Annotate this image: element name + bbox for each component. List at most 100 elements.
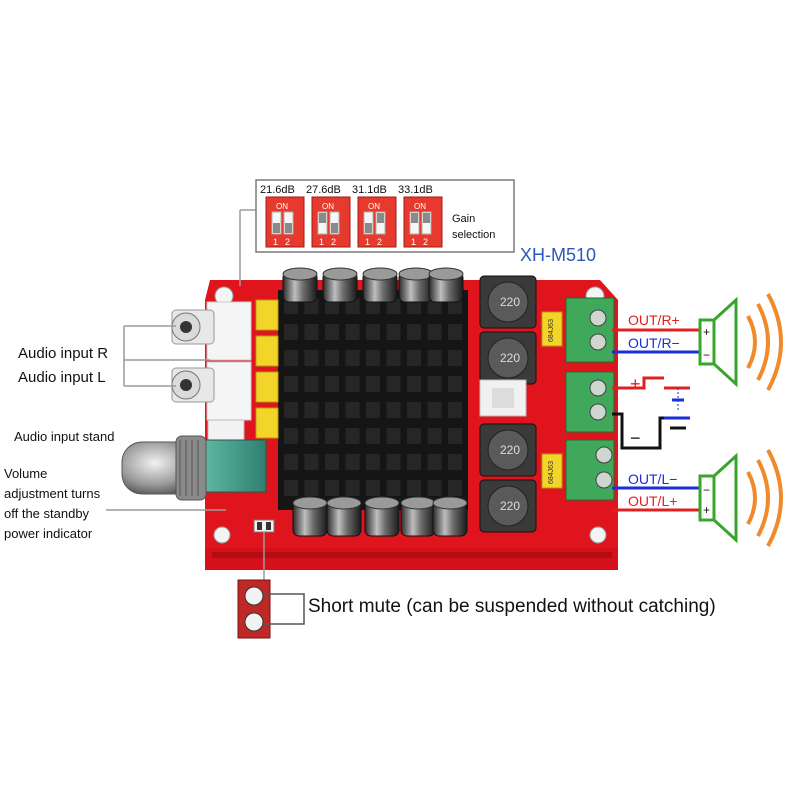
electrolytic-capacitor: [364, 496, 400, 537]
dip-number-1: 1: [411, 237, 416, 247]
heatsink-fin: [325, 350, 339, 366]
dip-lever: [273, 223, 280, 233]
heatsink-fin: [366, 350, 380, 366]
sound-waves-l: [746, 449, 783, 547]
heatsink-fin: [304, 324, 319, 340]
heatsink-fin: [325, 376, 339, 392]
capacitor-group: [282, 267, 468, 537]
dip-lever: [411, 213, 418, 223]
label-out-r-minus: OUT/R−: [628, 335, 680, 351]
heatsink-fin: [325, 402, 339, 418]
heatsink-fin: [386, 376, 401, 392]
electrolytic-capacitor: [282, 267, 318, 303]
leader-lines: [106, 209, 265, 580]
label-volume-line4: power indicator: [4, 526, 93, 541]
speaker-r-minus: −: [703, 348, 710, 362]
heatsink-fin: [407, 350, 421, 366]
label-volume-line2: adjustment turns: [4, 486, 101, 501]
heatsink-fin: [304, 376, 319, 392]
heatsink-fin: [407, 324, 421, 340]
heatsink-fin: [325, 454, 339, 470]
heatsink-fin: [345, 428, 360, 444]
heatsink-fin: [386, 480, 401, 496]
heatsink-fin: [448, 428, 462, 444]
power-connector-white: [479, 379, 527, 417]
heatsink-fin: [448, 402, 462, 418]
heatsink: [278, 290, 468, 510]
label-audio-input-l: Audio input L: [18, 369, 106, 386]
heatsink-fin: [325, 480, 339, 496]
electrolytic-capacitor: [432, 496, 468, 537]
heatsink-fin: [304, 454, 319, 470]
dip-lever: [331, 223, 338, 233]
sound-waves-r: [746, 293, 783, 391]
electrolytic-capacitor: [428, 267, 464, 303]
label-audio-input-r: Audio input R: [18, 345, 108, 362]
terminal-block-l: [565, 439, 615, 501]
heatsink-fin: [345, 376, 360, 392]
mute-jumper-zoom: [237, 579, 305, 639]
heatsink-fin: [325, 428, 339, 444]
label-out-l-minus: OUT/L−: [628, 471, 677, 487]
dip-number-2: 2: [423, 237, 428, 247]
heatsink-fin: [427, 324, 442, 340]
power-minus-sign: −: [630, 428, 641, 448]
electrolytic-capacitor: [398, 267, 434, 303]
heatsink-fin: [407, 376, 421, 392]
electrolytic-capacitor: [322, 267, 358, 303]
electrolytic-capacitor: [292, 496, 328, 537]
battery-symbol: [664, 386, 690, 430]
electrolytic-capacitor: [362, 267, 398, 303]
terminal-block-power: [565, 371, 615, 433]
heatsink-fin: [345, 480, 360, 496]
heatsink-fin: [284, 454, 298, 470]
terminal-blocks: [565, 297, 615, 501]
heatsink-fin: [386, 324, 401, 340]
gain-caption-line2: selection: [452, 229, 495, 241]
film-code-r: 684J63: [548, 319, 555, 342]
heatsink-fin: [386, 454, 401, 470]
dip-lever: [423, 213, 430, 223]
heatsink-fin: [427, 350, 442, 366]
dip-lever: [319, 213, 326, 223]
heatsink-fin: [366, 402, 380, 418]
heatsink-fin: [407, 428, 421, 444]
heatsink-fin: [427, 454, 442, 470]
speaker-l-minus: −: [703, 483, 710, 497]
heatsink-fin: [304, 480, 319, 496]
inductor: 220: [479, 423, 537, 477]
gain-value: 21.6dB: [260, 184, 295, 196]
heatsink-fin: [407, 454, 421, 470]
heatsink-fin: [386, 428, 401, 444]
inductor: 220: [479, 479, 537, 533]
speaker-l-plus: +: [703, 503, 710, 517]
gain-caption-line1: Gain: [452, 213, 475, 225]
mute-header: [253, 519, 275, 533]
rca-jacks: [171, 301, 252, 421]
heatsink-fin: [284, 428, 298, 444]
rca-jack-r: [171, 309, 215, 345]
electrolytic-capacitor: [400, 496, 436, 537]
dip-number-1: 1: [319, 237, 324, 247]
heatsink-fin: [325, 324, 339, 340]
electrolytic-capacitor: [326, 496, 362, 537]
audio-input-stand-header: [207, 419, 245, 443]
dip-lever: [285, 223, 292, 233]
label-volume-line3: off the standby: [4, 506, 90, 521]
heatsink-fin: [448, 454, 462, 470]
speaker-l: [698, 452, 738, 544]
dip-on-label: ON: [368, 202, 380, 211]
dip-number-2: 2: [285, 237, 290, 247]
inductor-value: 220: [500, 295, 520, 309]
dip-on-label: ON: [414, 202, 426, 211]
dip-number-2: 2: [377, 237, 382, 247]
film-capacitors: [255, 299, 279, 439]
heatsink-fin: [345, 454, 360, 470]
heatsink-fin: [386, 402, 401, 418]
terminal-block-r: [565, 297, 615, 363]
heatsink-fin: [427, 480, 442, 496]
